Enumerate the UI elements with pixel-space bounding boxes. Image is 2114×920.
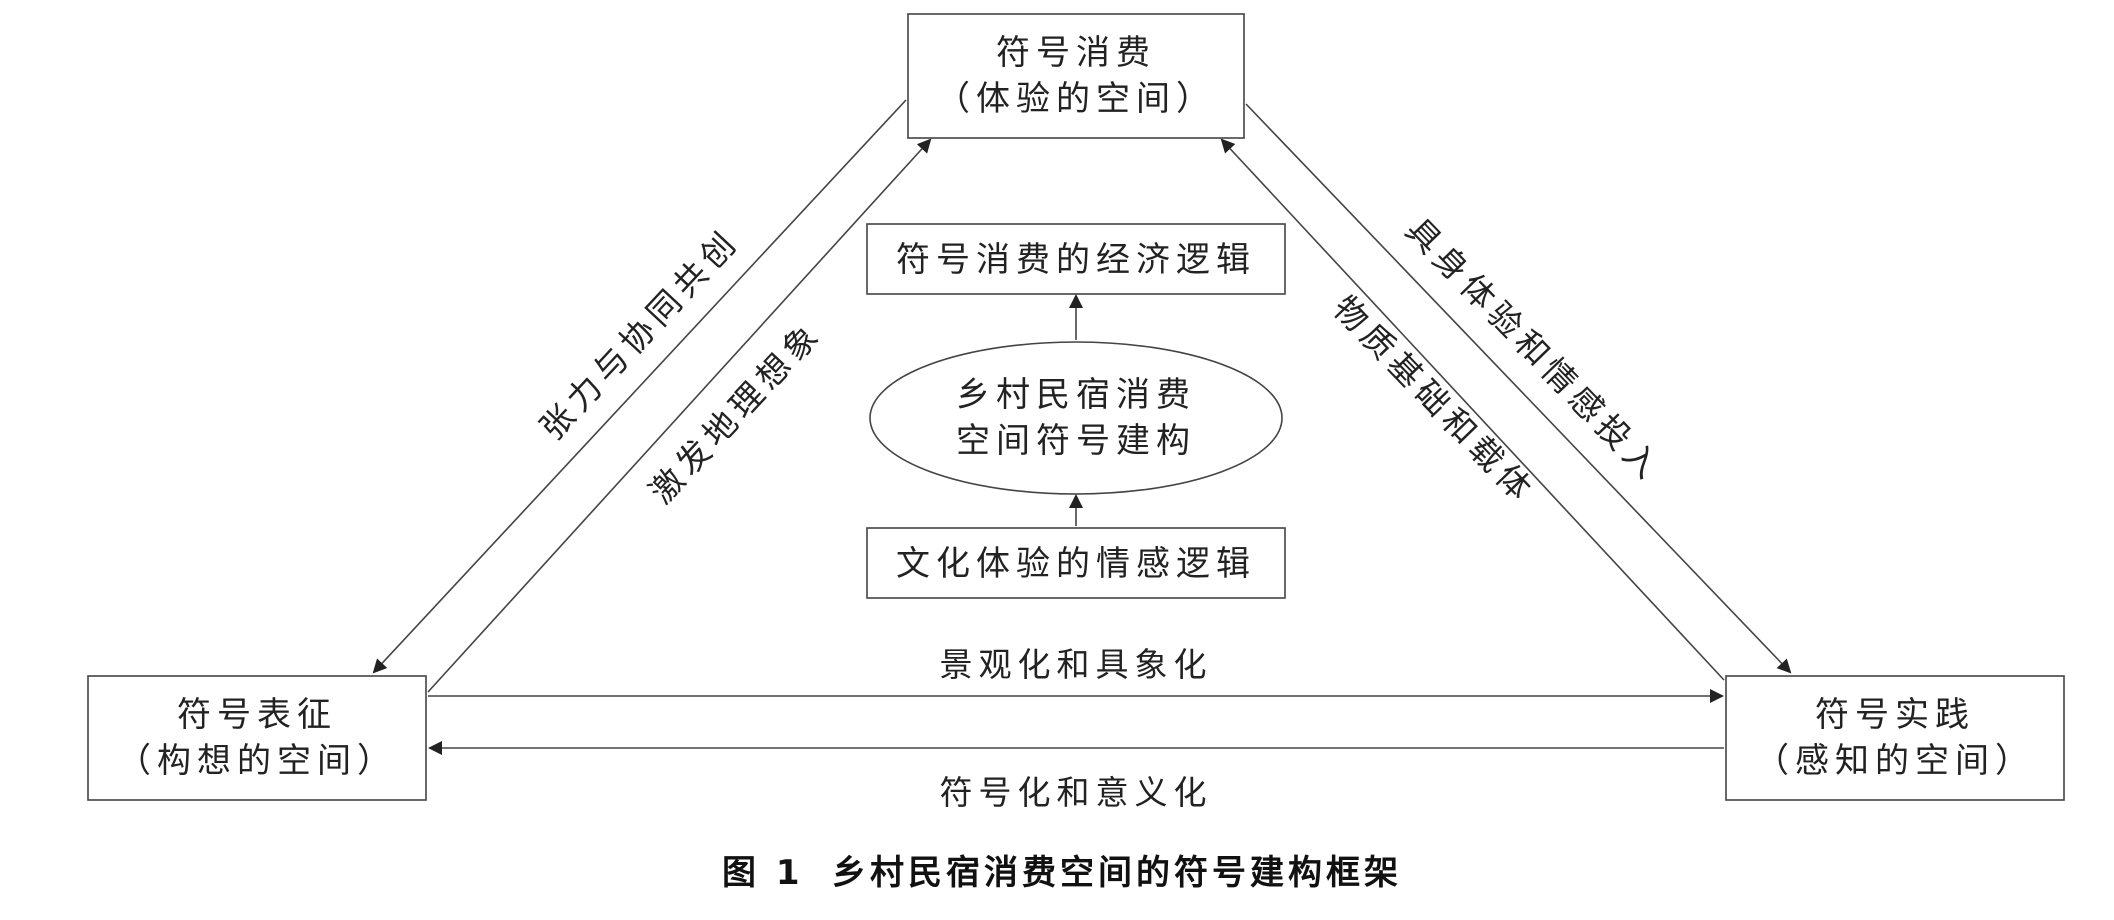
node-symbol-consumption-subtitle: （体验的空间） [936,79,1216,119]
edge-label-top-to-right: 具身体验和情感投入 [1398,210,1670,490]
figure-title: 乡村民宿消费空间的符号建构框架 [832,853,1402,893]
arrow-top-to-left [372,99,907,674]
node-symbol-practice: 符号实践 （感知的空间） [1725,675,2065,801]
edge-label-right-to-left: 符号化和意义化 [940,773,1213,812]
figure-caption: 图 1 乡村民宿消费空间的符号建构框架 [722,853,1402,893]
arrow-top-to-right [1245,103,1792,674]
center-emotional-logic-label: 文化体验的情感逻辑 [896,544,1256,584]
edge-label-left-to-right: 景观化和具象化 [940,645,1213,684]
center-construction-ellipse: 乡村民宿消费 空间符号建构 [869,341,1283,495]
figure-number: 图 1 [722,853,804,893]
arrow-right-to-top [1220,138,1725,681]
center-construction-line1: 乡村民宿消费 [956,375,1196,415]
node-symbol-representation: 符号表征 （构想的空间） [87,675,427,801]
node-symbol-representation-title: 符号表征 [177,695,337,735]
node-symbol-consumption-title: 符号消费 [996,33,1156,73]
node-symbol-representation-subtitle: （构想的空间） [117,741,397,781]
node-symbol-practice-subtitle: （感知的空间） [1755,741,2035,781]
center-economic-logic-label: 符号消费的经济逻辑 [896,240,1256,280]
edge-label-left-to-top: 激发地理想象 [642,313,830,511]
center-emotional-logic-box: 文化体验的情感逻辑 [866,527,1286,599]
center-economic-logic-box: 符号消费的经济逻辑 [866,223,1286,295]
node-symbol-consumption: 符号消费 （体验的空间） [907,13,1245,139]
arrow-left-to-top [427,138,932,693]
center-construction-line2: 空间符号建构 [956,421,1196,461]
node-symbol-practice-title: 符号实践 [1815,695,1975,735]
